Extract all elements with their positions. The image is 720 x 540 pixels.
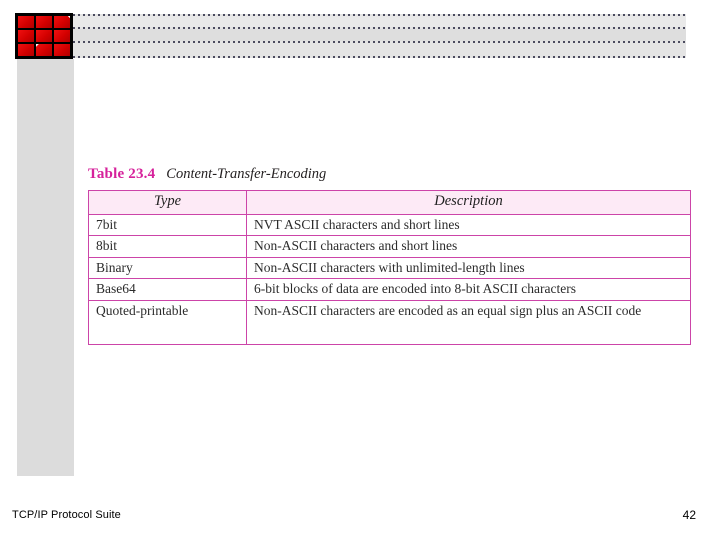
logo-tile [18, 30, 34, 42]
table-row: Binary Non-ASCII characters with unlimit… [88, 256, 691, 279]
logo-tile [54, 44, 70, 56]
band-dotted-line-4 [73, 56, 686, 58]
band-fill-2 [73, 29, 686, 41]
figure-caption: Table 23.4 Content-Transfer-Encoding [88, 166, 691, 183]
table-row: Base64 6-bit blocks of data are encoded … [88, 278, 691, 301]
logo-tile [36, 16, 52, 28]
cell-description: 6-bit blocks of data are encoded into 8-… [246, 278, 691, 301]
band-dotted-line-1 [73, 14, 686, 16]
column-header-type: Type [88, 190, 247, 215]
footer-page-number: 42 [682, 508, 696, 522]
figure-block: Table 23.4 Content-Transfer-Encoding Type… [88, 166, 691, 345]
footer-title: TCP/IP Protocol Suite [12, 509, 121, 521]
logo-tile [36, 44, 52, 56]
logo-tile [18, 16, 34, 28]
cell-type: 8bit [88, 235, 247, 258]
logo-tile [54, 16, 70, 28]
band-fill-1 [73, 16, 686, 27]
table-row: 8bit Non-ASCII characters and short line… [88, 235, 691, 258]
header-decoration-band [73, 14, 686, 58]
table-row: Quoted-printable Non-ASCII characters ar… [88, 299, 691, 345]
band-dotted-line-2 [73, 27, 686, 29]
cell-description: Non-ASCII characters and short lines [246, 235, 691, 258]
cell-type: Base64 [88, 278, 247, 301]
cell-type: Binary [88, 256, 247, 279]
cell-description: Non-ASCII characters are encoded as an e… [246, 299, 691, 345]
band-dotted-line-3 [73, 41, 686, 43]
column-header-description: Description [246, 190, 691, 215]
table-header-row: Type Description [88, 190, 691, 215]
cell-type: Quoted-printable [88, 299, 247, 345]
sidebar-strip [17, 59, 74, 476]
logo-tile [54, 30, 70, 42]
caption-title: Content-Transfer-Encoding [166, 166, 327, 182]
caption-label: Table 23.4 [88, 166, 156, 182]
content-transfer-encoding-table: Type Description 7bit NVT ASCII characte… [88, 190, 691, 345]
table-row: 7bit NVT ASCII characters and short line… [88, 213, 691, 236]
band-fill-3 [73, 43, 686, 56]
cell-description: NVT ASCII characters and short lines [246, 213, 691, 236]
red-grid-logo-icon [15, 13, 73, 59]
logo-tile [18, 44, 34, 56]
logo-tile [36, 30, 52, 42]
cell-type: 7bit [88, 213, 247, 236]
cell-description: Non-ASCII characters with unlimited-leng… [246, 256, 691, 279]
